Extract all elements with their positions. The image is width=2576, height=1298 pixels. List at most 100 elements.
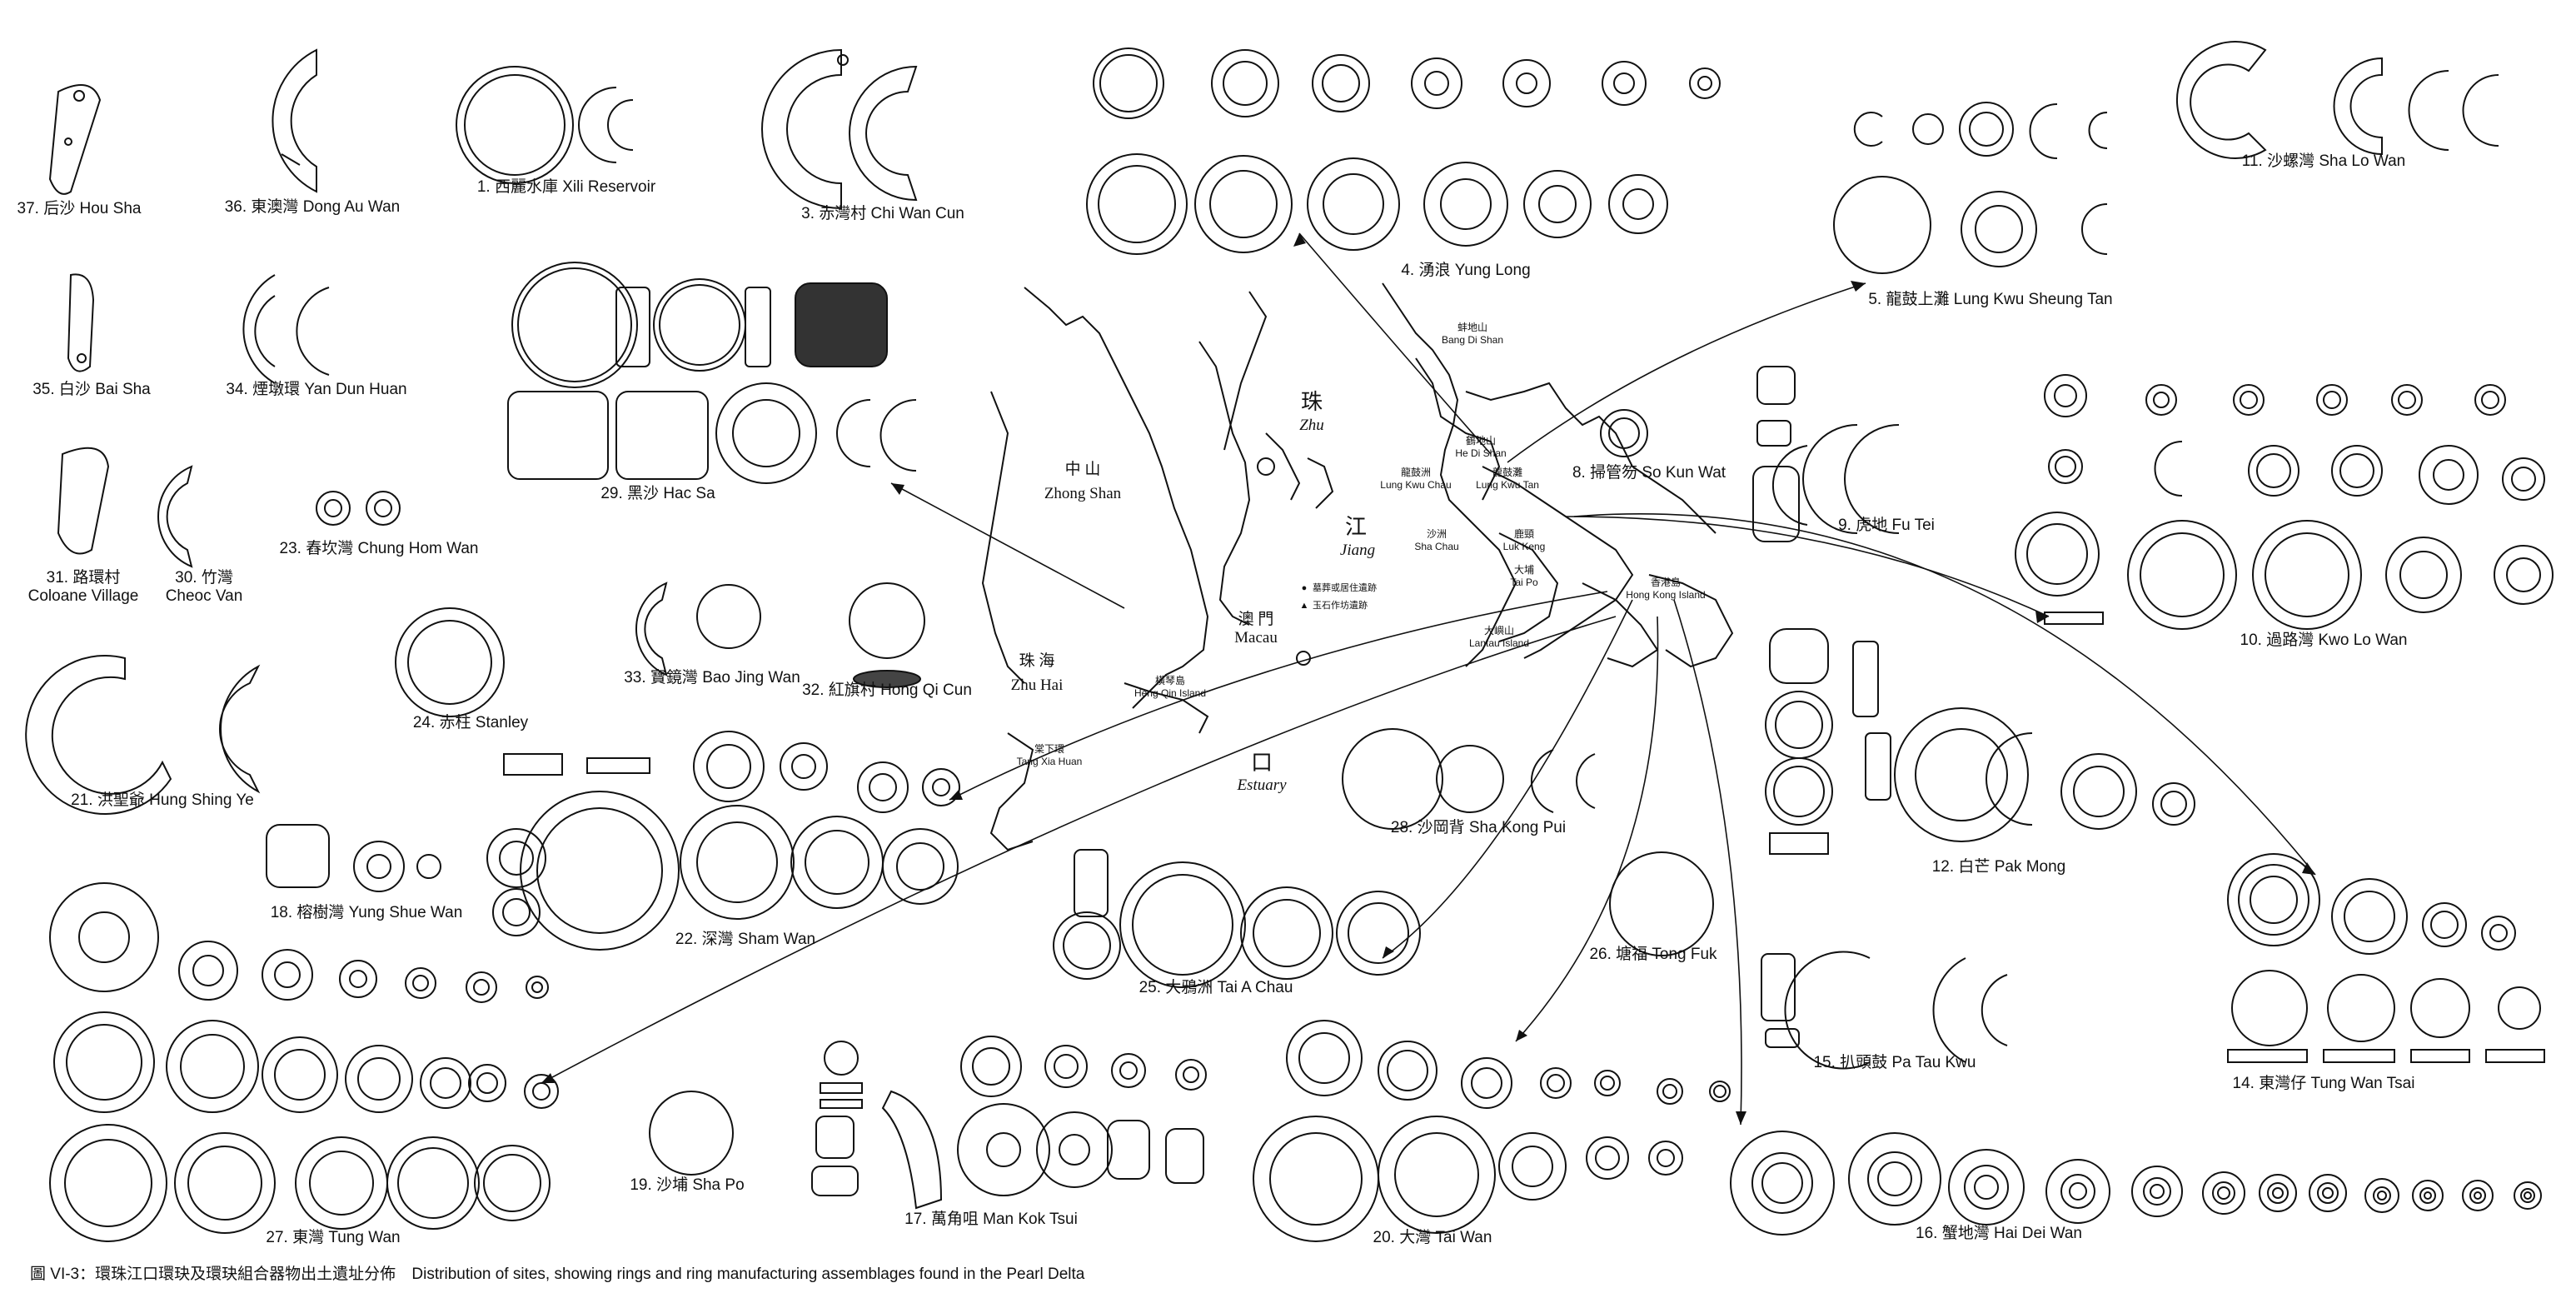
site-label-23: 23. 舂坎灣 Chung Hom Wan — [279, 540, 479, 557]
map-label-bangdishan-cn: 蚌地山 — [1457, 322, 1487, 333]
site-label-31: 31. 路環村 Coloane Village — [28, 569, 139, 606]
site-label-4: 4. 湧浪 Yung Long — [1401, 262, 1531, 279]
arrow-hai-dei-wan — [1673, 599, 1742, 1126]
map-label-estuary: Estuary — [1237, 776, 1287, 794]
arrow-kwo-lo-wan — [1565, 516, 2050, 617]
site-label-33: 33. 寶鏡灣 Bao Jing Wan — [624, 669, 800, 686]
map-label-jiang-en: Jiang — [1339, 542, 1376, 559]
artifact-group-17-man-kok-tsui — [811, 1036, 1207, 1210]
map-label-zhu: 珠 — [1300, 390, 1323, 414]
map-coastline — [981, 282, 1734, 851]
site-label-26: 26. 塘福 Tong Fuk — [1589, 946, 1717, 963]
site-label-16: 16. 蟹地灣 Hai Dei Wan — [1916, 1225, 2082, 1242]
map-label-hengqin-en: Heng Qin Island — [1134, 687, 1207, 699]
artifact-group-20-tai-wan — [1253, 1020, 1731, 1242]
site-label-24: 24. 赤柱 Stanley — [412, 714, 529, 731]
artifact-group-22-sham-wan — [486, 731, 960, 951]
site-label-32: 32. 紅旗村 Hong Qi Cun — [802, 681, 972, 699]
site-arrows — [541, 232, 2316, 1126]
map-label-zhongshan: Zhong Shan — [1044, 485, 1122, 502]
map-label-hongkong-en: Hong Kong Island — [1626, 589, 1706, 601]
site-label-15: 15. 扒頭鼓 Pa Tau Kwu — [1813, 1054, 1976, 1071]
artifact-group-9-fu-tei — [1752, 366, 1900, 542]
site-label-36: 36. 東澳灣 Dong Au Wan — [224, 198, 401, 216]
map-label-lantau-cn: 大嶼山 — [1483, 625, 1514, 637]
legend-dot-icon: ● — [1301, 583, 1308, 593]
caption-english: Distribution of sites, showing rings and… — [411, 1266, 1085, 1283]
artifact-group-26-tong-fuk — [1609, 851, 1714, 956]
map-label-taipo-cn: 大埔 — [1513, 564, 1535, 576]
map-label-zhongshan-cn: 中 山 — [1064, 461, 1101, 478]
artifact-group-11-sha-lo-wan — [2176, 41, 2499, 159]
site-label-12: 12. 白芒 Pak Mong — [1931, 858, 2066, 876]
map-label-taipo-en: Tai Po — [1510, 577, 1538, 588]
map-label-lungkwuchau-en: Lung Kwu Chau — [1380, 479, 1452, 491]
artifact-group-21-hung-shing-ye — [25, 654, 261, 815]
arrow-lung-kwu-sheung-tan — [1507, 282, 1866, 463]
artifact-group-5-lung-kwu-sheung-tan — [1833, 102, 2108, 274]
artifact-group-28-sha-kong-pui — [1342, 728, 1596, 830]
map-label-lungkwuchau-cn: 龍鼓洲 — [1400, 467, 1431, 478]
site-label-20: 20. 大灣 Tai Wan — [1373, 1229, 1492, 1246]
artifact-group-14-tung-wan-tsai — [2227, 853, 2545, 1063]
figure-caption: 圖 VI-3：環珠江口環玦及環玦組合器物出土遺址分佈 Distribution … — [30, 1261, 1096, 1284]
site-label-5: 5. 龍鼓上灘 Lung Kwu Sheung Tan — [1868, 291, 2113, 308]
legend-text-workshop: 玉石作坊遺跡 — [1313, 600, 1368, 611]
site-label-30-cn: 30. 竹灣 — [175, 569, 233, 587]
map-label-tangxiahuan-cn: 棠下環 — [1034, 743, 1065, 755]
site-label-8: 8. 掃管笏 So Kun Wat — [1572, 464, 1726, 482]
map-label-macau-cn: 澳 門 — [1238, 611, 1274, 628]
site-label-31-en: Coloane Village — [27, 587, 139, 605]
artifact-group-12-pak-mong — [1765, 628, 2195, 855]
map-label-bangdishan-en: Bang Di Shan — [1441, 334, 1504, 346]
map-label-hengqin-cn: 橫琴島 — [1154, 675, 1185, 686]
map-label-zhuhai: Zhu Hai — [1010, 676, 1064, 694]
artifact-group-4-yung-long — [1086, 47, 1721, 255]
site-label-34: 34. 煙墩環 Yan Dun Huan — [226, 381, 407, 398]
site-label-19: 19. 沙埔 Sha Po — [630, 1176, 745, 1194]
site-label-37: 37. 后沙 Hou Sha — [17, 200, 142, 217]
map-label-tangxiahuan-en: Tang Xia Huan — [1016, 756, 1083, 767]
map-label-hedishan-en: He Di Shan — [1455, 447, 1507, 459]
map-label-kou: 口 — [1250, 751, 1273, 775]
map-label-lungkwutan-en: Lung Kwu Tan — [1476, 479, 1539, 491]
map-label-zhu-en: Zhu — [1299, 417, 1324, 434]
map-label-lungkwutan-cn: 龍鼓灘 — [1492, 467, 1522, 478]
artifact-group-30-cheoc-van — [157, 465, 193, 568]
map-label-shachau-cn: 沙洲 — [1426, 528, 1447, 540]
site-label-21: 21. 洪聖爺 Hung Shing Ye — [71, 791, 254, 809]
legend-item-burial: ●墓葬或居住遺跡 — [1299, 580, 1377, 597]
site-label-27: 27. 東灣 Tung Wan — [266, 1229, 401, 1246]
artifact-group-34-yan-dun-huan — [242, 274, 330, 384]
artifact-group-37-hou-sha — [48, 84, 102, 195]
map-label-lukkeng-cn: 鹿頸 — [1513, 528, 1534, 540]
artifact-group-36-dong-au-wan — [272, 48, 317, 193]
site-label-31-cn: 31. 路環村 — [46, 569, 121, 587]
artifact-group-16-hai-dei-wan — [1730, 1131, 2542, 1236]
arrow-tai-wan — [1515, 616, 1659, 1042]
map-label-hedishan-cn: 鶴地山 — [1465, 435, 1496, 447]
map-label-jiang: 江 — [1344, 515, 1368, 539]
site-label-14: 14. 東灣仔 Tung Wan Tsai — [2232, 1075, 2415, 1092]
arrow-heads — [541, 233, 2315, 1125]
map-label-zhuhai-cn: 珠 海 — [1019, 652, 1055, 670]
artifact-group-19-sha-po — [649, 1091, 734, 1176]
artifact-group-25-tai-a-chau — [1053, 849, 1421, 988]
site-label-30-en: Cheoc Van — [165, 587, 243, 605]
site-label-29: 29. 黑沙 Hac Sa — [600, 485, 715, 502]
legend-triangle-icon: ▲ — [1299, 600, 1309, 611]
site-label-10: 10. 過路灣 Kwo Lo Wan — [2240, 632, 2408, 649]
site-label-17: 17. 萬角咀 Man Kok Tsui — [904, 1211, 1078, 1228]
site-label-18: 18. 榕樹灣 Yung Shue Wan — [270, 904, 463, 921]
map-label-lukkeng-en: Luk Keng — [1502, 541, 1546, 552]
